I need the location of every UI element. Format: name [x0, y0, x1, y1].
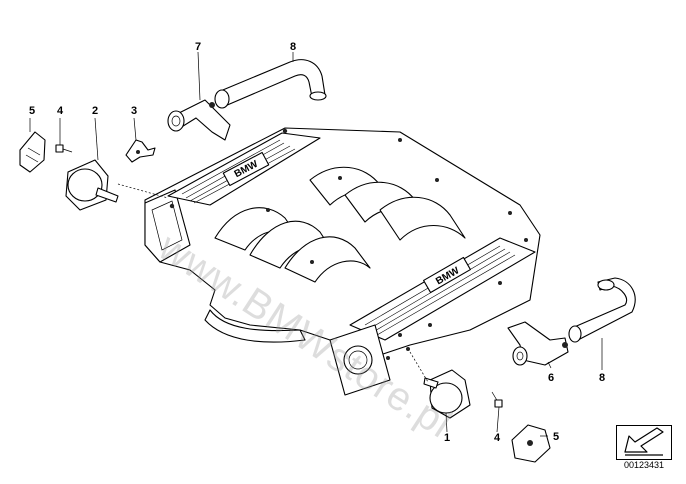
callout-6: 6 [548, 372, 554, 384]
bracket-part-3 [125, 139, 156, 163]
bolt-part-4-left [55, 144, 73, 153]
callout-1: 1 [444, 432, 450, 444]
intake-manifold: BMW BMW [144, 127, 541, 396]
elbow-hose-part-7 [167, 99, 231, 141]
diagram-id-label: 00123431 [623, 460, 665, 470]
callout-numbers: 7 8 5 4 2 3 6 8 1 4 5 [29, 41, 605, 444]
actuator-part-2 [65, 159, 119, 211]
arrow-down-left-icon [624, 427, 664, 456]
cover-part-5-left [19, 131, 46, 173]
callout-2: 2 [92, 105, 98, 117]
callout-3: 3 [131, 105, 137, 117]
callout-4-right: 4 [494, 432, 501, 444]
elbow-hose-part-6 [507, 321, 569, 366]
hose-part-8-top [214, 59, 327, 109]
bolt-part-4-right [491, 391, 503, 408]
callout-8-top: 8 [290, 41, 296, 53]
hose-part-8-bottom [568, 277, 636, 343]
callout-4-left: 4 [57, 105, 64, 117]
callout-5-left: 5 [29, 105, 35, 117]
actuator-part-1 [423, 369, 471, 419]
leader-lines [29, 51, 603, 437]
cover-part-5-right [511, 424, 551, 463]
callout-8-bottom: 8 [599, 372, 605, 384]
callout-5-right: 5 [553, 431, 559, 443]
navigation-arrow-box[interactable] [616, 425, 672, 460]
callout-7: 7 [195, 41, 201, 53]
